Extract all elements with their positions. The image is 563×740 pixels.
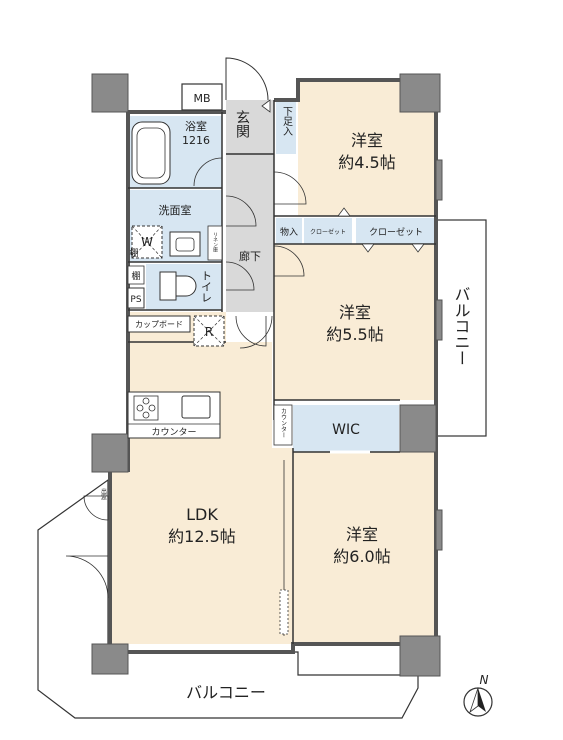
ldk-balcony-door[interactable] — [65, 555, 109, 599]
east-balcony-outline — [435, 219, 487, 437]
compass-label: N — [480, 673, 489, 687]
compass-icon — [463, 687, 493, 717]
ldk-area — [110, 312, 293, 644]
bath-name: 浴室 — [185, 119, 207, 133]
cupboard-label: カップボード — [135, 320, 183, 329]
storage-area — [276, 218, 302, 244]
shoe-closet-area — [276, 100, 296, 154]
closet-area — [356, 218, 436, 244]
wall-columns — [91, 73, 443, 677]
western-room-3-size: 約6.0帖 — [333, 547, 390, 566]
entrance-door[interactable] — [225, 57, 269, 101]
mb-label: MB — [193, 92, 210, 105]
western-room-3-area — [293, 452, 436, 644]
sink-basin — [169, 231, 201, 257]
kitchen-counter-label: カウンター — [151, 427, 196, 438]
kitchen-sink — [181, 395, 211, 419]
storage-label: 物入 — [280, 226, 298, 238]
closet-small-area — [304, 218, 352, 244]
linen-storage — [207, 225, 223, 261]
washer-label: W — [141, 235, 153, 249]
linen-label: リネン庫 — [212, 232, 218, 253]
washroom-door[interactable] — [225, 195, 257, 227]
wic-label: WIC — [332, 422, 360, 438]
bath-door[interactable] — [193, 157, 223, 187]
toilet-door[interactable] — [225, 261, 255, 291]
western-room-3-name: 洋室 — [346, 525, 378, 544]
shelf-toilet-label: 棚 — [131, 270, 140, 282]
toilet-bowl — [159, 271, 197, 301]
stove-icon — [133, 395, 159, 421]
closet-small-label: クローゼット — [310, 228, 346, 236]
washroom-label: 洗面室 — [159, 203, 192, 217]
toilet-label: トイレ — [200, 270, 213, 303]
cupboard-counter — [127, 315, 191, 333]
balcony-east-label: バルコニー — [452, 286, 471, 366]
balcony-south-label: バルコニー — [186, 683, 266, 702]
ldk-door[interactable] — [235, 315, 267, 347]
ps-box — [127, 287, 145, 309]
corridor-area — [226, 154, 274, 312]
ldk-name: LDK — [186, 505, 218, 524]
bay-window-label: 出窓 — [100, 487, 107, 500]
toilet-shelf — [127, 265, 145, 285]
refrigerator-label: R — [205, 325, 213, 339]
ps-label: PS — [130, 295, 141, 305]
small-counter — [273, 404, 293, 446]
bathtub — [131, 121, 171, 185]
western-room-2-size: 約5.5帖 — [326, 325, 383, 344]
wic-area — [293, 405, 399, 452]
room1-door[interactable] — [273, 171, 307, 205]
western-room-1-name: 洋室 — [351, 131, 383, 150]
mb-box — [181, 83, 223, 111]
western-room-2-area — [274, 244, 436, 400]
closet-label: クローゼット — [369, 226, 423, 238]
bath-size: 1216 — [182, 134, 210, 147]
small-counter-label: カウンター — [280, 408, 287, 438]
corridor-label: 廊下 — [239, 249, 261, 263]
sliding-partition — [279, 460, 289, 636]
closet-door-markers — [261, 99, 425, 253]
western-room-1-size: 約4.5帖 — [338, 153, 395, 172]
shelf-wash-label: 棚 — [129, 247, 138, 259]
ldk-door-2[interactable] — [239, 315, 273, 349]
entrance-label: 玄関 — [234, 109, 250, 139]
room2-door[interactable] — [273, 245, 305, 277]
ldk-size: 約12.5帖 — [168, 527, 236, 546]
western-room-2-name: 洋室 — [339, 303, 371, 322]
shoe-closet-label: 下足入 — [281, 106, 293, 136]
bay-window-door[interactable] — [83, 495, 109, 521]
